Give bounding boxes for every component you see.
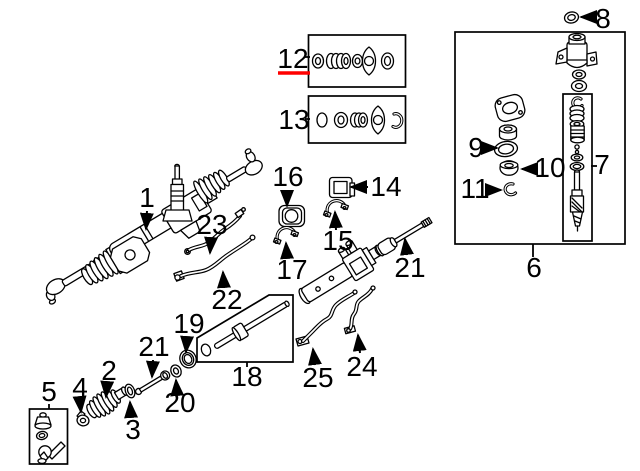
leader-arrow-15 <box>328 210 343 231</box>
leader-arrow-4 <box>72 395 87 414</box>
leader-arrow-21-left <box>145 359 160 379</box>
leader-arrow-20 <box>170 378 185 397</box>
leader-arrow-2 <box>100 380 115 399</box>
part-label-17[interactable]: 17 <box>276 254 307 285</box>
boot-clamp-3-drawing <box>124 383 136 399</box>
pinion-kit-box-7 <box>562 93 593 242</box>
seal-kit-12-drawing <box>311 46 395 76</box>
seal-ring-9-drawing <box>493 140 519 158</box>
part-label-12[interactable]: 12 <box>277 43 308 74</box>
rack-and-pinion-assembly-drawing <box>45 148 263 305</box>
part-label-6[interactable]: 6 <box>526 252 542 283</box>
clamp-17-drawing <box>272 226 300 245</box>
part-label-15[interactable]: 15 <box>322 225 353 256</box>
cylinder-pipe-25-drawing <box>295 289 358 347</box>
part-label-16[interactable]: 16 <box>272 161 303 192</box>
gasket-drawing <box>494 93 526 123</box>
part-label-21-right[interactable]: 21 <box>394 252 425 283</box>
rack-bar-drawing <box>200 300 290 357</box>
valve-kit-box-6 <box>454 31 626 245</box>
part-label-5[interactable]: 5 <box>41 376 57 407</box>
rack-bar-box-18 <box>196 294 294 363</box>
leader-arrow-21-right <box>400 237 414 256</box>
tie-rod-end-kit-drawing <box>34 412 66 465</box>
part-label-3[interactable]: 3 <box>125 414 141 445</box>
washer-20-drawing <box>170 364 182 378</box>
part-label-24[interactable]: 24 <box>346 351 377 382</box>
leader-arrow-19 <box>180 335 195 354</box>
part-label-11[interactable]: 11 <box>460 173 489 204</box>
valve-assembly-drawing <box>555 32 598 93</box>
part-label-7[interactable]: 7 <box>594 149 610 180</box>
inner-tie-rod-left-drawing <box>134 370 171 396</box>
cylinder-pipe-24-drawing <box>343 285 376 335</box>
mount-insulator-16-drawing <box>278 204 306 228</box>
part-label-22[interactable]: 22 <box>211 284 242 315</box>
part-label-23[interactable]: 23 <box>196 209 227 240</box>
pinion-seal-kit-drawing <box>569 96 585 232</box>
leader-arrow-3 <box>124 400 139 419</box>
leader-arrow-25 <box>308 347 322 366</box>
part-label-10[interactable]: 10 <box>534 152 565 183</box>
transfer-pipe-23-drawing <box>184 207 246 255</box>
part-label-4[interactable]: 4 <box>72 372 88 403</box>
part-label-2[interactable]: 2 <box>101 355 117 386</box>
seal-kit-box-12 <box>307 34 407 88</box>
snap-ring-11-drawing <box>503 182 518 197</box>
transfer-pipe-22-drawing <box>173 234 256 282</box>
part-label-8[interactable]: 8 <box>595 3 611 34</box>
leader-arrow-23 <box>204 236 219 255</box>
part-label-9[interactable]: 9 <box>468 132 484 163</box>
part-label-20[interactable]: 20 <box>164 387 195 418</box>
kit-boxes <box>28 31 626 465</box>
part-label-21-left[interactable]: 21 <box>138 331 169 362</box>
part-label-18[interactable]: 18 <box>231 361 262 392</box>
part-label-19[interactable]: 19 <box>173 308 204 339</box>
seal-kit-13-drawing <box>316 105 404 135</box>
leader-arrow-1 <box>139 210 154 231</box>
leader-arrow-17 <box>280 241 295 260</box>
leader-arrows <box>48 10 597 419</box>
o-ring-8-drawing <box>563 11 580 24</box>
part-label-1[interactable]: 1 <box>139 182 155 213</box>
part-label-25[interactable]: 25 <box>302 362 333 393</box>
part-label-13[interactable]: 13 <box>278 104 309 135</box>
leader-arrow-24 <box>352 333 367 354</box>
part-label-14[interactable]: 14 <box>370 171 401 202</box>
bushing-drawing <box>498 124 518 141</box>
bearing-19-drawing <box>179 349 197 369</box>
inner-tie-rod-socket-right-drawing <box>375 216 433 257</box>
mount-bracket-14-drawing <box>328 176 356 199</box>
input-shaft-drawing <box>162 163 193 222</box>
leader-arrow-22 <box>217 270 231 289</box>
boot-clip-4-drawing <box>76 410 90 427</box>
pinion-housing-drawing <box>298 239 384 305</box>
bearing-10-drawing <box>499 160 519 176</box>
callout-labels: 1 2 3 4 5 6 7 8 9 10 11 12 13 14 15 16 1… <box>41 3 611 445</box>
